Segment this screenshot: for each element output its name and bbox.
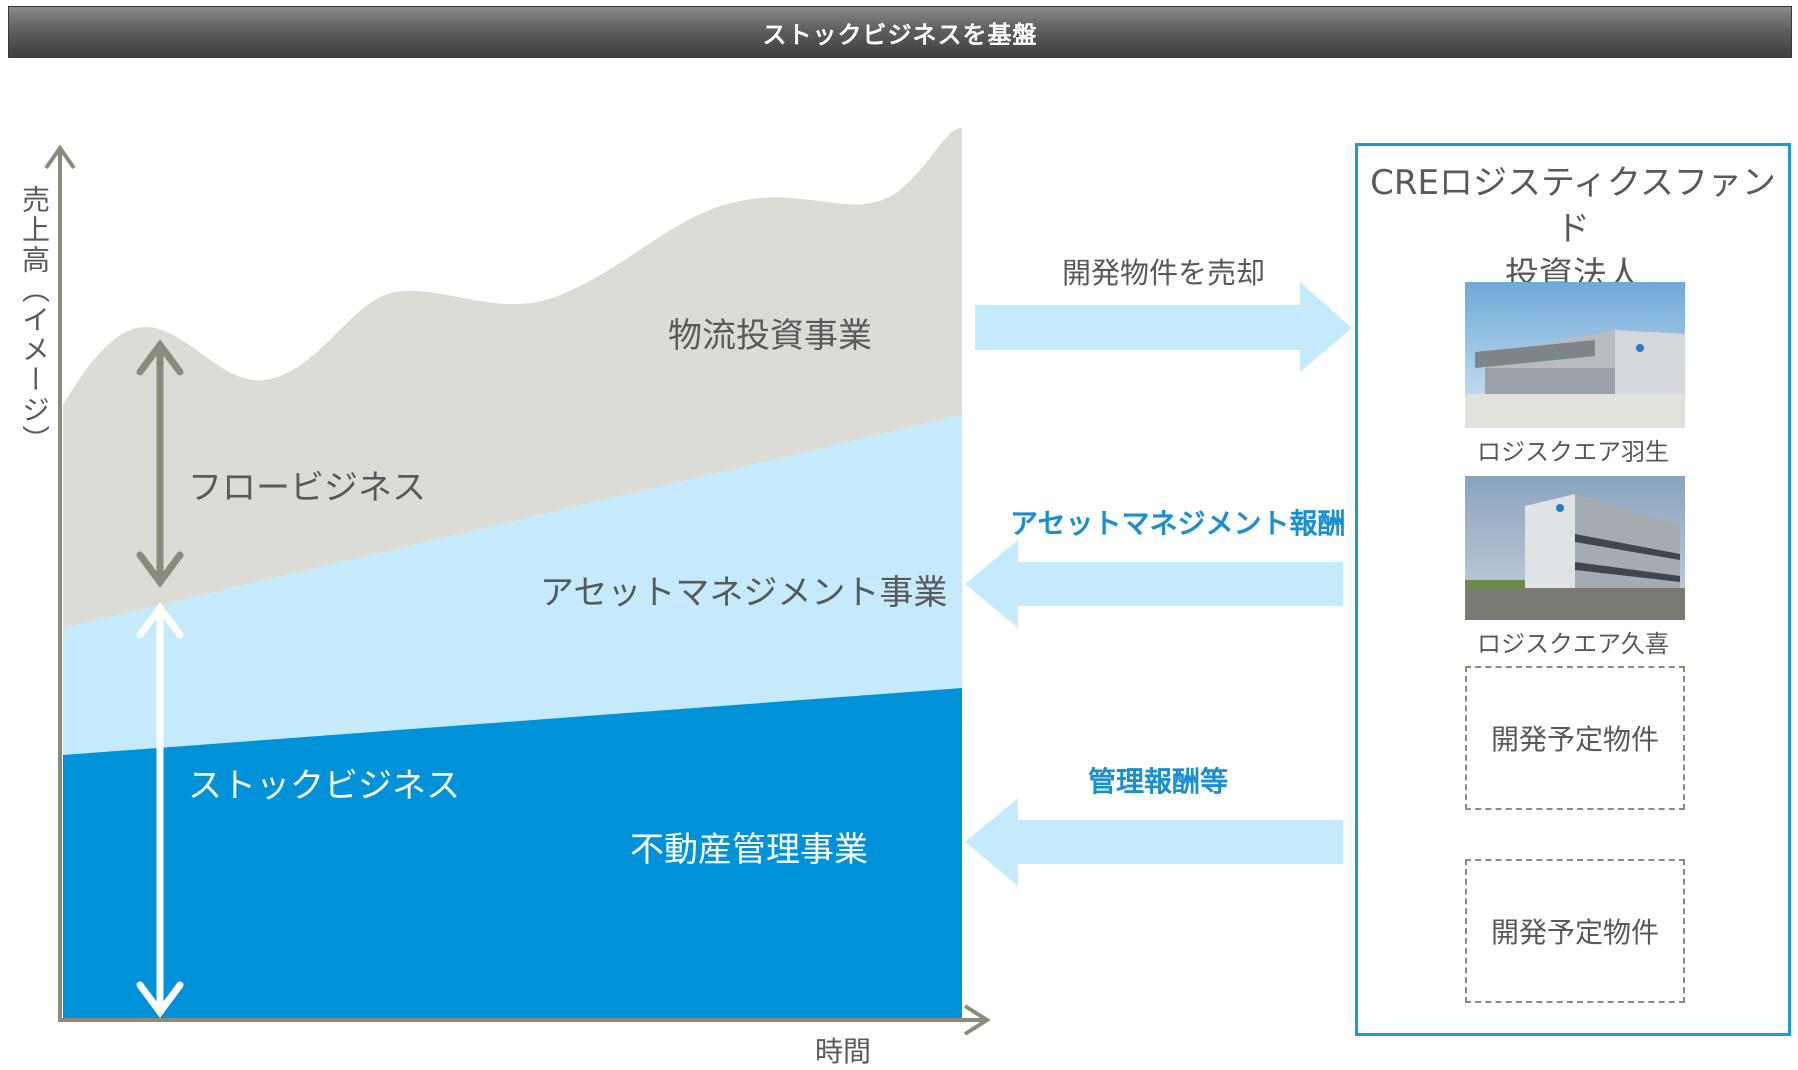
property-caption-kuki: ロジスクエア久喜: [1477, 630, 1669, 658]
asset-management-label: アセットマネジメント事業: [540, 573, 948, 613]
property-photo-kuki: [1465, 476, 1685, 620]
sell-arrow: [975, 282, 1352, 372]
logistics-investment-area: [63, 128, 962, 628]
mgmt-fee-arrow: [965, 798, 1343, 886]
asset-management-area: [63, 415, 962, 755]
flow-business-bracket: [136, 339, 184, 588]
planned-property-2: 開発予定物件: [1465, 859, 1685, 1003]
fund-box: CREロジスティクスファンド 投資法人 ロジスクエア羽生: [1355, 143, 1791, 1036]
x-axis-label: 時間: [815, 1035, 872, 1068]
planned-property-1: 開発予定物件: [1465, 666, 1685, 810]
fund-title-line1: CREロジスティクスファンド: [1370, 163, 1776, 249]
header-bar: ストックビジネスを基盤: [8, 6, 1792, 58]
logistics-investment-label: 物流投資事業: [668, 316, 872, 356]
header-title: ストックビジネスを基盤: [762, 20, 1038, 49]
property-photo-hanyu: [1465, 282, 1685, 428]
property-management-label: 不動産管理事業: [630, 830, 868, 870]
mgmt-fee-caption: 管理報酬等: [1088, 765, 1229, 798]
property-management-area: [63, 688, 962, 1020]
y-axis: [44, 144, 76, 1022]
sell-caption: 開発物件を売却: [1062, 256, 1266, 290]
am-fee-caption: アセットマネジメント報酬: [1010, 507, 1346, 540]
x-axis: [58, 1004, 991, 1036]
am-fee-arrow: [965, 540, 1343, 628]
stock-business-bracket: [136, 602, 184, 1018]
y-axis-label: 売上高（イメージ）: [18, 185, 51, 455]
fund-title: CREロジスティクスファンド 投資法人: [1358, 160, 1788, 298]
property-caption-hanyu: ロジスクエア羽生: [1477, 438, 1669, 466]
stock-business-label: ストックビジネス: [188, 766, 460, 806]
flow-business-label: フロービジネス: [188, 468, 426, 508]
